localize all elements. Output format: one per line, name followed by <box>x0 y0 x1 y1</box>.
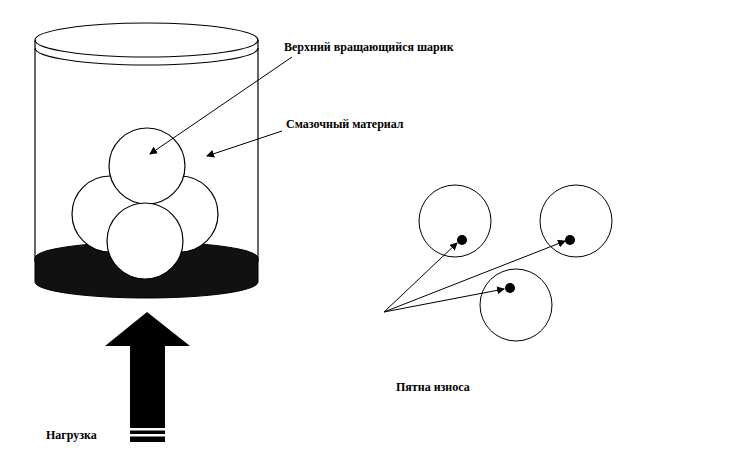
leader-line <box>384 243 457 312</box>
lower-ball <box>107 203 183 279</box>
worn-ball <box>419 185 491 257</box>
wear-spot <box>565 235 575 245</box>
leader-line <box>207 131 282 156</box>
arrow-stripe <box>130 428 165 431</box>
part-label: Верхний вращающийся шарик <box>284 40 454 54</box>
leader-line <box>384 289 504 312</box>
load-arrow <box>105 312 190 442</box>
part-label: Нагрузка <box>46 428 97 442</box>
cup-rim <box>35 23 258 57</box>
arrow-stripe <box>130 434 165 437</box>
cup-wall <box>257 40 258 262</box>
leader-line <box>384 241 565 312</box>
wear-spot <box>457 235 467 245</box>
leader-line <box>150 57 292 154</box>
worn-ball <box>480 269 552 341</box>
lubricant-level <box>35 48 258 65</box>
part-label: Пятна износа <box>396 380 470 394</box>
wear-spot <box>505 283 515 293</box>
upper-ball <box>109 128 185 204</box>
cup-wall <box>34 40 35 262</box>
part-label: Смазочный материал <box>286 117 404 131</box>
